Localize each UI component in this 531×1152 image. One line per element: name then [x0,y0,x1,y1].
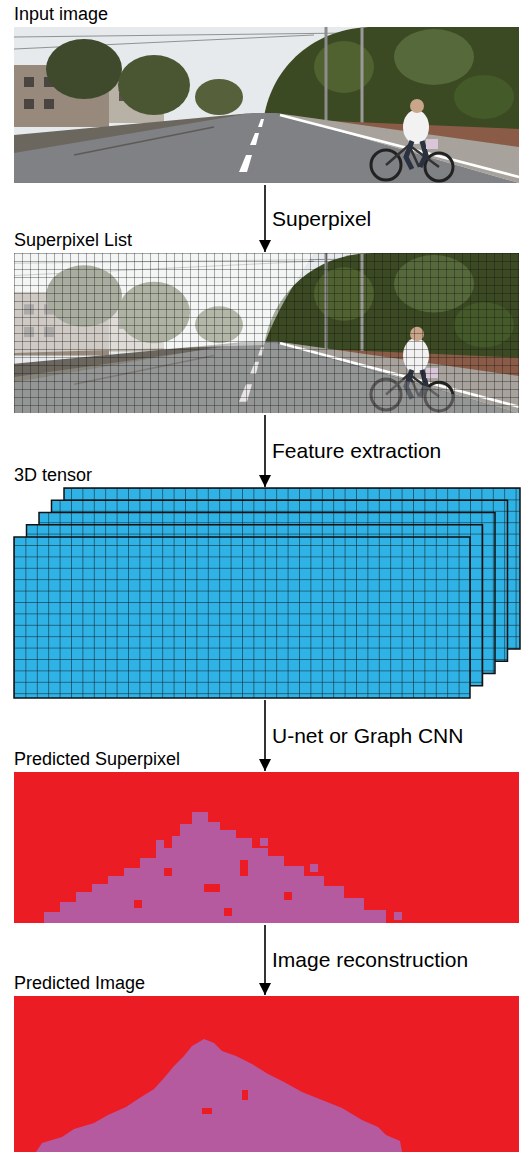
image-panel: Input image [14,27,519,183]
panel-heading: Input image [14,4,108,24]
flow-arrow [264,185,266,252]
step-label: U-net or Graph CNN [272,724,463,748]
flow-arrow [264,415,266,487]
panel-heading: Predicted Superpixel [14,749,180,769]
panel-heading: Superpixel List [14,230,132,250]
step-label: Image reconstruction [272,948,468,972]
tensor-stack [14,488,520,698]
image-panel: Superpixel List [14,253,519,413]
panel-heading: 3D tensor [14,465,92,485]
step-label: Feature extraction [272,439,441,463]
superpixel-prediction [14,772,519,923]
image-panel: 3D tensor [14,488,524,698]
flow-arrow [264,925,266,995]
image-prediction [14,996,519,1152]
panel-heading: Predicted Image [14,973,145,993]
street-photo [14,27,519,183]
step-label: Superpixel [272,207,371,231]
flow-arrow [264,700,266,771]
image-panel: Predicted Superpixel [14,772,519,923]
image-panel: Predicted Image [14,996,519,1152]
superpixel-photo [14,253,519,413]
